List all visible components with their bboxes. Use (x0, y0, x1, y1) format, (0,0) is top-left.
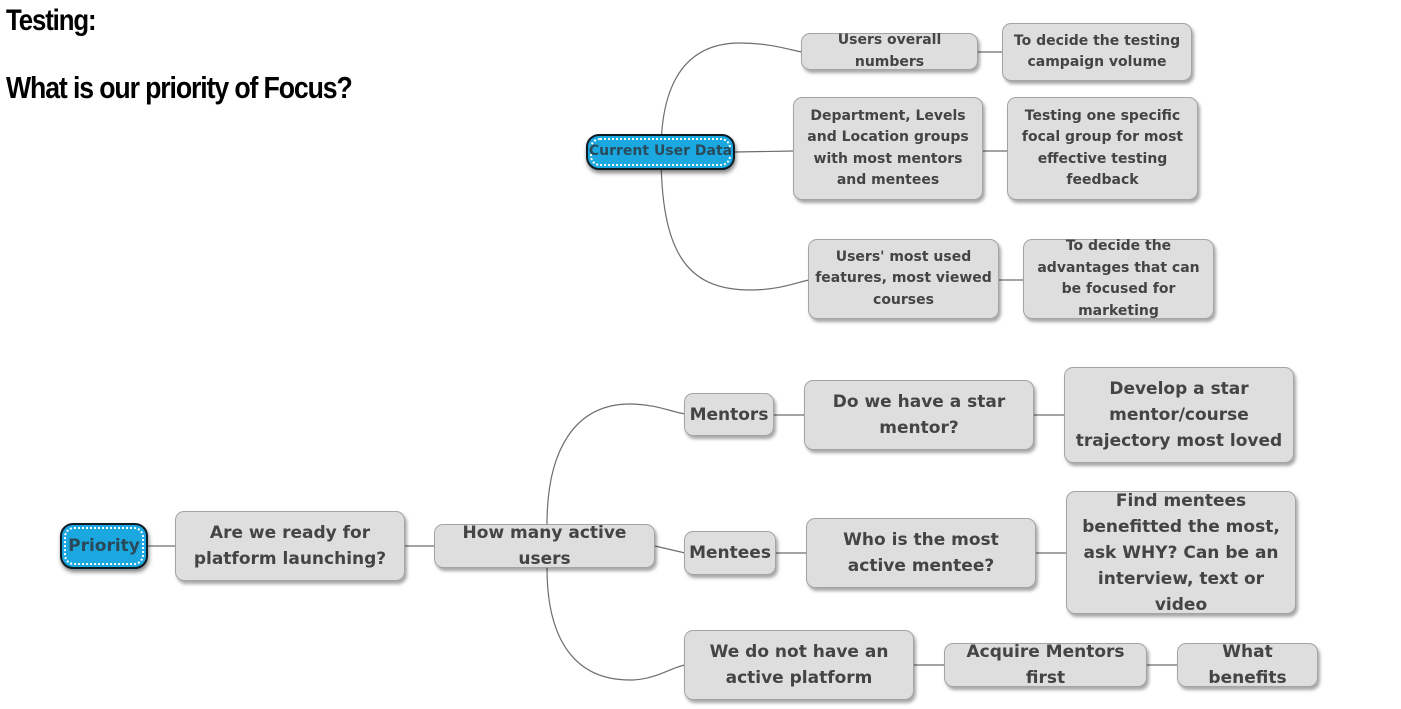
department-levels-location-node[interactable]: Department, Levels and Location groups w… (793, 97, 983, 200)
platform-launch-question-node[interactable]: Are we ready for platform launching? (175, 511, 405, 581)
star-mentor-question-node[interactable]: Do we have a star mentor? (804, 380, 1034, 450)
page-title: Testing: (6, 4, 97, 37)
most-active-mentee-question-node[interactable]: Who is the most active mentee? (806, 518, 1036, 588)
current-user-data-root-node[interactable]: Current User Data (586, 134, 735, 170)
active-users-hub-node[interactable]: How many active users (434, 523, 655, 569)
develop-star-mentor-node[interactable]: Develop a star mentor/course trajectory … (1064, 367, 1294, 463)
connector-hub-to-mentees (654, 545, 686, 554)
most-used-features-node[interactable]: Users' most used features, most viewed c… (808, 239, 999, 319)
mentees-node[interactable]: Mentees (684, 531, 776, 575)
users-overall-numbers-node[interactable]: Users overall numbers (801, 32, 978, 70)
connector-root-to-users-overall (660, 42, 803, 153)
connector-root-to-features (660, 151, 810, 291)
find-benefitted-mentees-node[interactable]: Find mentees benefitted the most, ask WH… (1066, 491, 1296, 615)
connector-root-to-department (734, 150, 795, 153)
testing-campaign-volume-node[interactable]: To decide the testing campaign volume (1002, 23, 1192, 81)
what-benefits-node[interactable]: What benefits (1177, 642, 1318, 688)
no-active-platform-node[interactable]: We do not have an active platform (684, 630, 914, 700)
current-user-data-label: Current User Data (588, 143, 733, 160)
priority-label: Priority (68, 536, 140, 556)
connector-hub-to-no-platform (546, 567, 686, 681)
acquire-mentors-node[interactable]: Acquire Mentors first (944, 642, 1147, 688)
page-subtitle: What is our priority of Focus? (6, 70, 353, 105)
marketing-advantages-node[interactable]: To decide the advantages that can be foc… (1023, 238, 1214, 319)
focal-group-testing-node[interactable]: Testing one specific focal group for mos… (1007, 97, 1198, 200)
priority-root-node[interactable]: Priority (60, 523, 148, 569)
mentors-node[interactable]: Mentors (684, 393, 774, 436)
connector-hub-to-mentors (546, 403, 686, 525)
